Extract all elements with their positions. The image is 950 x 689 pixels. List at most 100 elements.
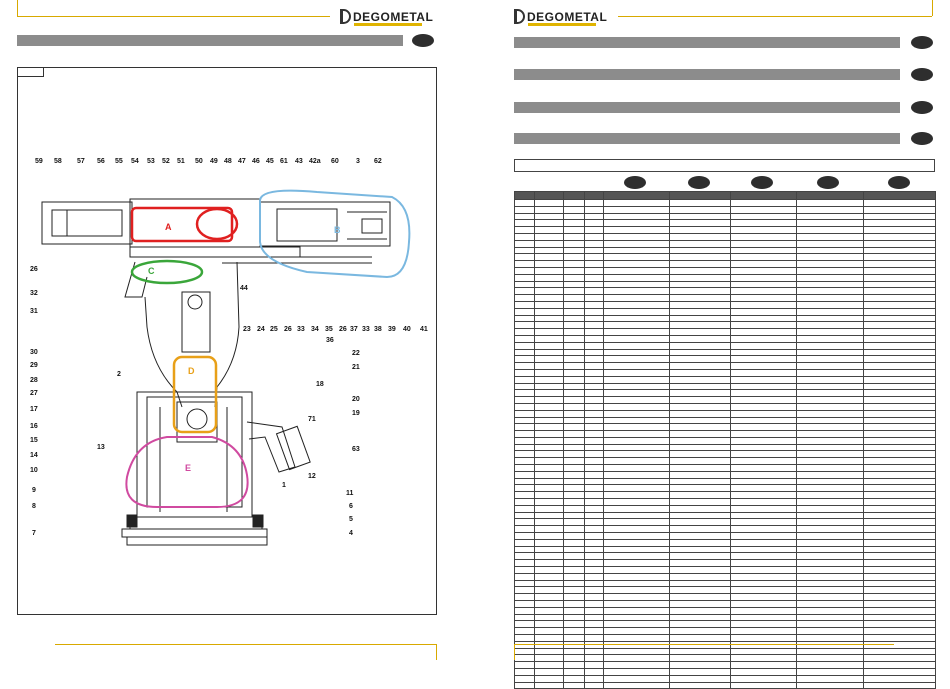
part-label: 5 [349,516,353,523]
table-cell [584,253,604,262]
table-cell [584,355,604,364]
table-cell [730,239,797,248]
part-label: 30 [30,349,38,356]
table-cell [863,464,936,472]
table-cell [796,436,864,445]
table-cell [796,321,864,330]
table-cell [730,280,797,289]
left-page-bottom-rule [55,644,437,645]
table-cell [584,402,604,411]
table-cell [563,396,585,404]
table-cell [514,545,535,554]
table-cell [563,226,585,234]
table-cell [584,287,604,296]
table-cell [584,443,604,452]
part-label: 61 [280,158,288,165]
table-cell [563,239,585,248]
table-cell [730,246,797,255]
table-cell [730,232,797,241]
table-cell [584,430,604,438]
table-cell [730,634,797,642]
column-language-badge [688,176,710,189]
table-cell [584,511,604,520]
table-cell [863,416,936,425]
table-cell [863,205,936,214]
table-cell [603,402,670,411]
table-cell [563,532,585,540]
table-cell [514,389,535,398]
table-cell [730,341,797,350]
part-label: 33 [297,326,305,333]
table-cell [796,661,864,669]
table-cell [603,389,670,398]
table-cell [796,266,864,275]
table-cell [730,328,797,336]
table-cell [863,511,936,520]
table-cell [563,219,585,228]
table-cell [796,600,864,608]
table-cell [534,600,564,608]
table-cell [563,627,585,635]
table-cell [669,627,731,635]
table-cell [730,212,797,221]
table-cell [796,545,864,554]
table-cell [730,287,797,296]
table-cell [669,532,731,540]
table-cell [514,661,535,669]
table-cell [669,307,731,316]
table-cell [730,368,797,377]
table-cell [730,586,797,595]
table-cell [584,321,604,330]
table-cell [514,416,535,425]
table-cell [603,647,670,656]
table-cell [534,566,564,574]
table-cell [534,300,564,309]
table-cell [669,273,731,282]
table-cell [584,457,604,466]
part-label: 21 [352,364,360,371]
table-cell [730,600,797,608]
table-cell [514,368,535,377]
table-row [514,654,936,663]
part-label: 42a [309,158,321,165]
table-row [514,321,936,330]
table-cell [584,436,604,445]
table-cell [584,307,604,316]
table-cell [563,307,585,316]
table-cell [563,382,585,391]
table-row [514,457,936,466]
table-cell [669,409,731,418]
part-label: 43 [295,158,303,165]
table-row [514,647,936,656]
table-cell [669,362,731,370]
part-label: 6 [349,503,353,510]
table-cell [796,253,864,262]
table-cell [534,484,564,493]
table-cell [534,416,564,425]
right-title-bar-3 [514,102,900,113]
table-row [514,232,936,241]
table-cell [534,246,564,255]
table-cell [863,627,936,635]
table-cell [514,484,535,493]
table-cell [563,586,585,595]
table-cell [863,280,936,289]
table-cell [796,341,864,350]
table-cell [603,566,670,574]
table-cell [563,674,585,683]
part-label: 53 [147,158,155,165]
table-cell [603,273,670,282]
table-cell [584,219,604,228]
table-cell [796,538,864,547]
part-label: 13 [97,444,105,451]
table-cell [563,205,585,214]
table-cell [669,525,731,534]
table-cell [563,246,585,255]
table-cell [669,464,731,472]
table-cell [730,627,797,635]
part-label: 62 [374,158,382,165]
table-cell [669,355,731,364]
table-cell [534,239,564,248]
table-cell [669,287,731,296]
column-language-badge [751,176,773,189]
